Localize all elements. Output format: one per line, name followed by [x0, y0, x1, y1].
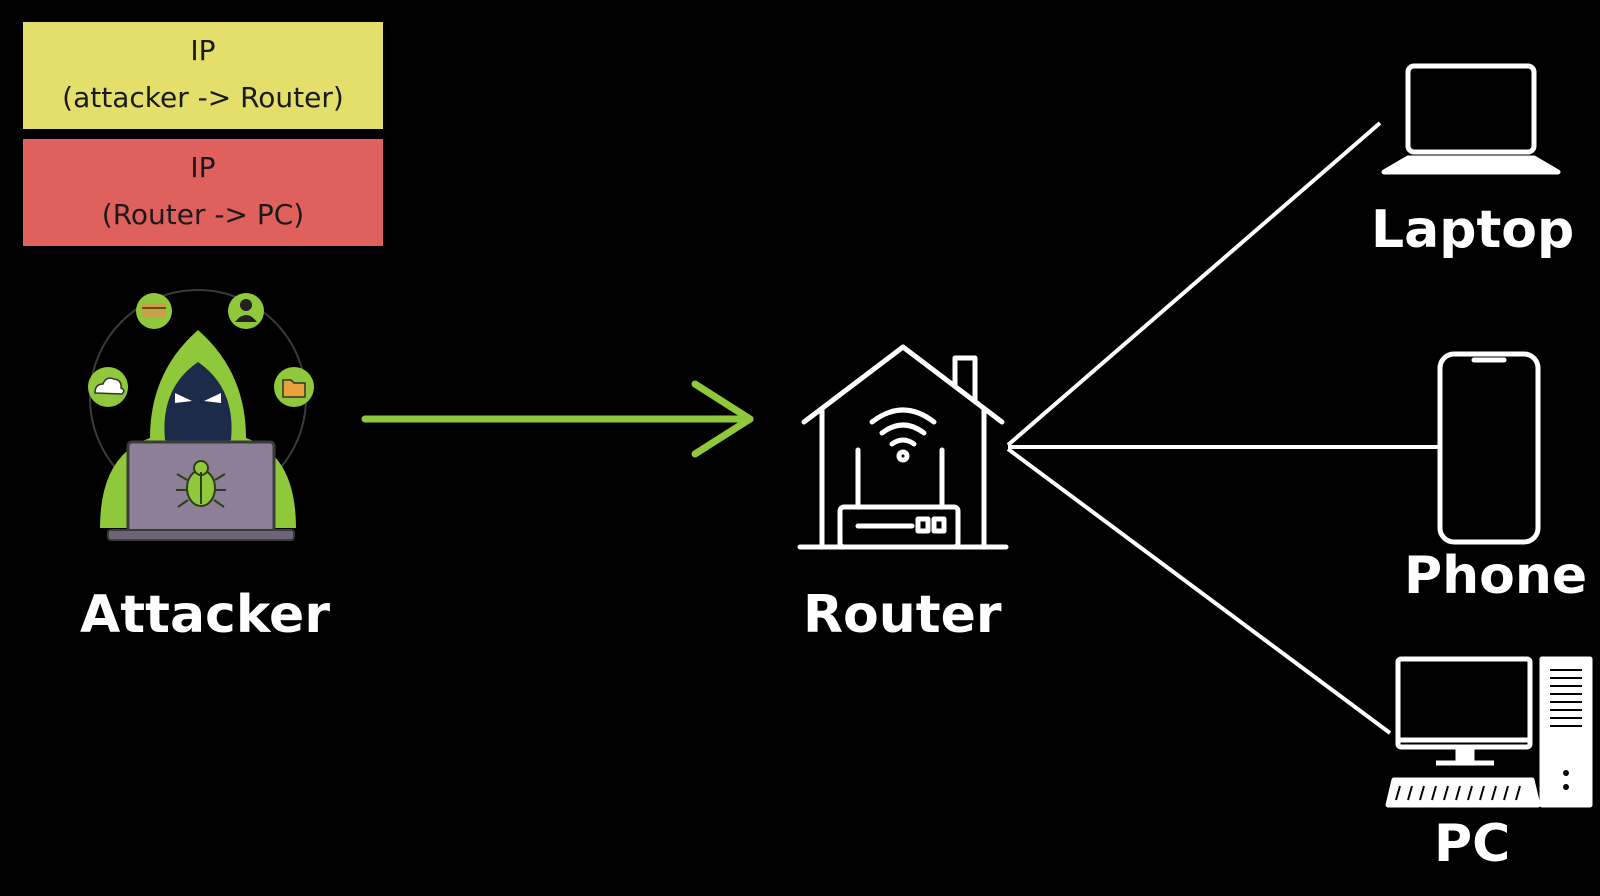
- ip-header-title: IP: [190, 34, 216, 67]
- router-connections: [1006, 121, 1440, 735]
- folder-icon: [274, 367, 314, 407]
- pc-icon: [1385, 656, 1593, 808]
- router-house-icon: [797, 344, 1009, 550]
- phone-icon: [1437, 351, 1541, 545]
- link-router-laptop: [1006, 121, 1382, 447]
- ip-header-title: IP: [190, 151, 216, 184]
- ip-header-attacker-router: IP (attacker -> Router): [23, 22, 383, 129]
- hacker-icon: [88, 289, 314, 541]
- attacker-label: Attacker: [80, 585, 330, 645]
- pc-label: PC: [1434, 814, 1511, 874]
- ip-header-router-pc: IP (Router -> PC): [23, 139, 383, 246]
- phone-label: Phone: [1404, 546, 1588, 606]
- laptop-label: Laptop: [1371, 200, 1575, 260]
- user-icon: [228, 293, 264, 329]
- router-label: Router: [803, 585, 1002, 645]
- cloud-icon: [88, 367, 128, 407]
- ip-header-route: (Router -> PC): [101, 198, 305, 231]
- ip-header-route: (attacker -> Router): [62, 81, 344, 114]
- laptop-icon: [1381, 63, 1561, 175]
- arrow-attacker-to-router: [361, 380, 754, 458]
- money-icon: [136, 293, 172, 329]
- link-router-pc: [1006, 447, 1392, 735]
